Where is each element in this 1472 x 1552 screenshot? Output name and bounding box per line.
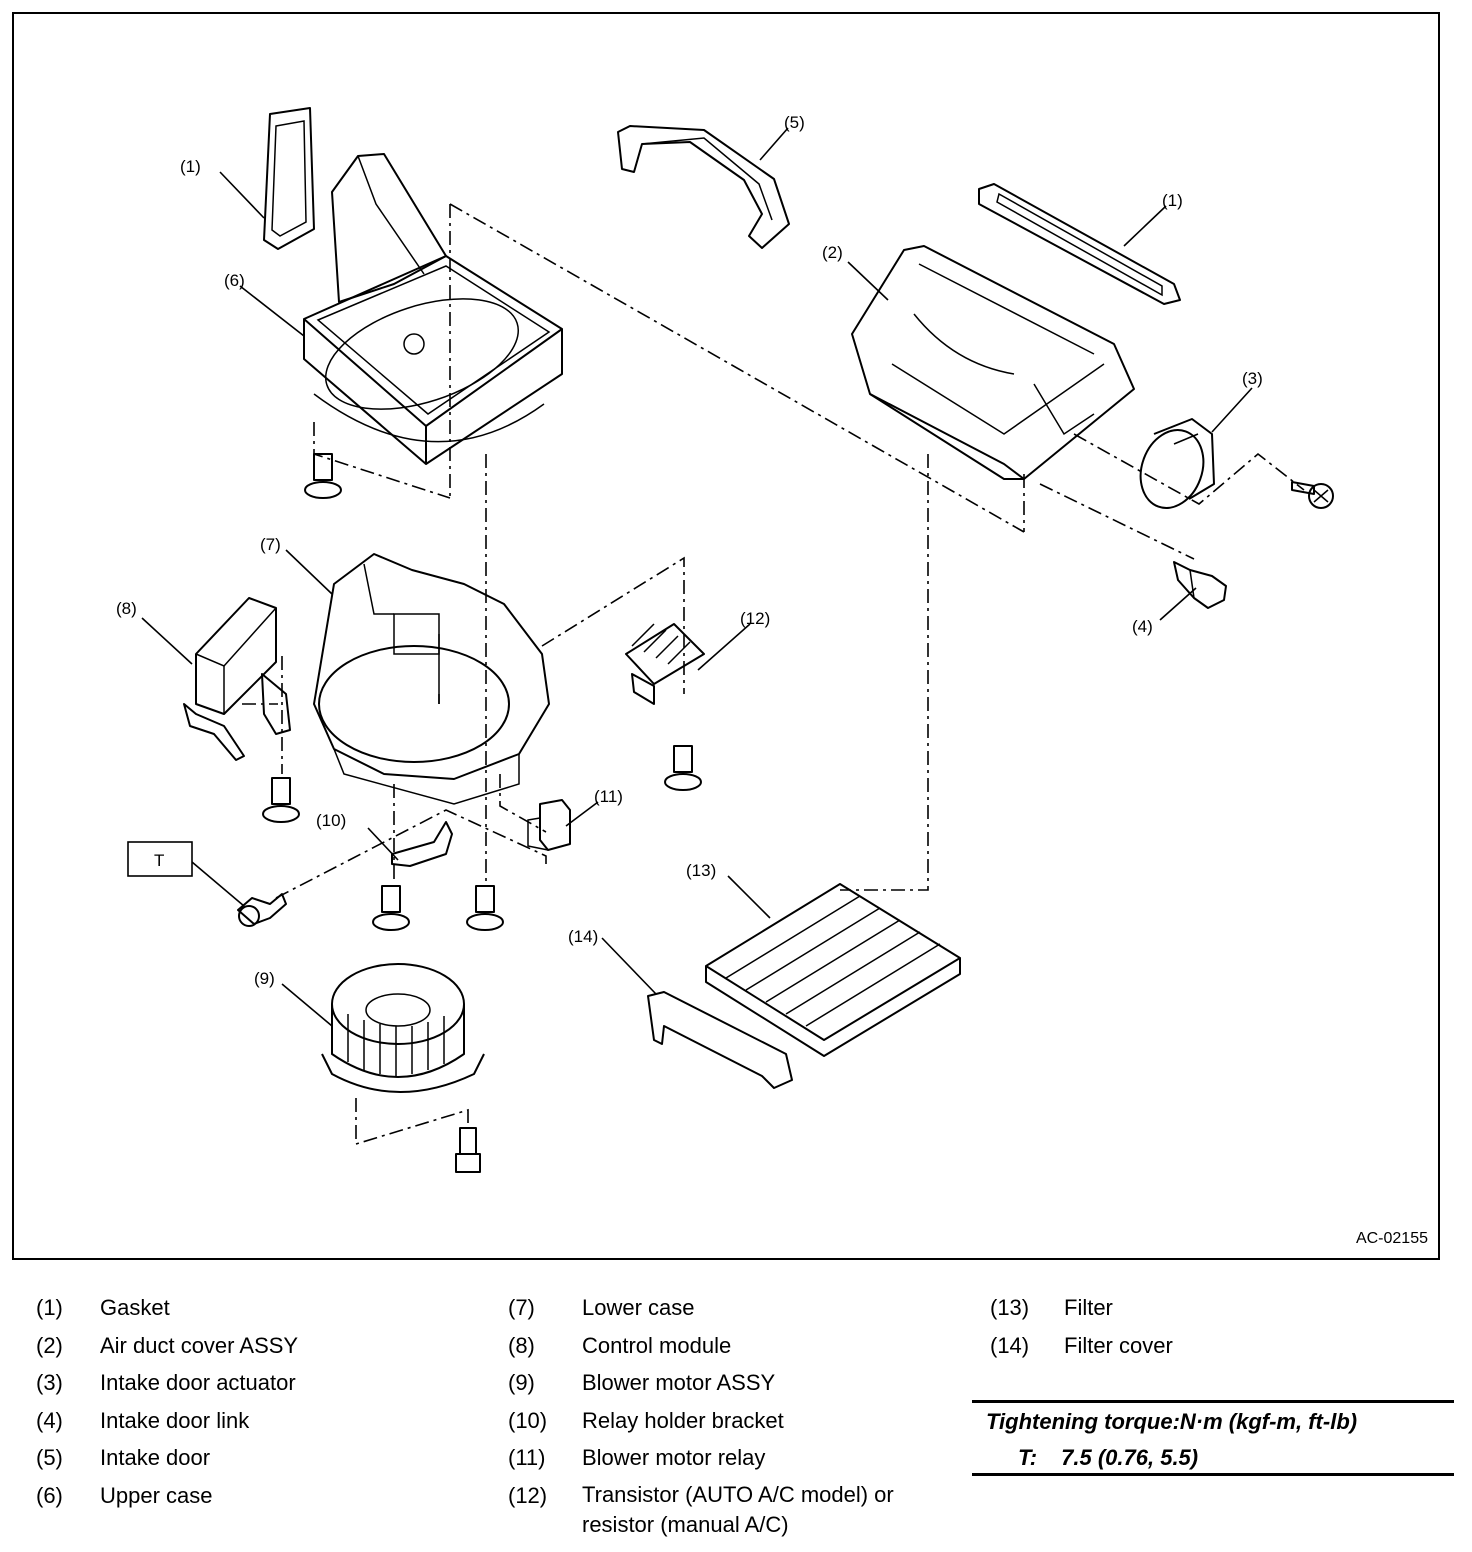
upper-case <box>303 153 563 465</box>
gasket-right <box>978 183 1181 305</box>
callout-13: (13) <box>686 861 716 880</box>
leader-lines <box>141 127 1253 1027</box>
torque-marker-label: T <box>154 851 164 870</box>
intake-door <box>617 125 790 249</box>
callout-3: (3) <box>1242 369 1263 388</box>
legend-number: (7) <box>508 1295 535 1320</box>
legend-name: Intake door link <box>100 1407 250 1433</box>
legend-number: (8) <box>508 1332 535 1358</box>
actuator-screw <box>1291 481 1334 509</box>
legend-number: (13) <box>990 1295 1030 1320</box>
legend-number: (11) <box>508 1445 546 1471</box>
legend-number: (6) <box>36 1482 63 1508</box>
legend-name: Intake door actuator <box>100 1370 296 1396</box>
assembly-lines <box>242 203 1305 1146</box>
legend-number: (12) <box>508 1482 548 1508</box>
legend-name: Control module <box>582 1332 732 1358</box>
legend-number: (5) <box>36 1445 63 1471</box>
callout-2: (2) <box>822 243 843 262</box>
torque-marker-box <box>127 841 193 877</box>
torque-spec-box: Tightening torque:N·m (kgf-m, ft-lb) T: 7… <box>972 1400 1454 1476</box>
control-module <box>183 597 291 761</box>
relay-holder-bracket <box>391 821 453 867</box>
blower-motor-relay <box>527 799 571 851</box>
drawing-code: AC-02155 <box>1355 1230 1428 1247</box>
legend-name: Blower motor relay <box>582 1445 766 1471</box>
lower-case <box>313 553 550 805</box>
legend-name: Blower motor ASSY <box>582 1370 776 1396</box>
blower-motor <box>321 963 485 1093</box>
callout-1-left: (1) <box>180 157 201 176</box>
legend-number: (4) <box>36 1407 63 1433</box>
intake-door-actuator <box>1139 418 1215 509</box>
legend-name: Upper case <box>100 1482 213 1508</box>
legend-name: Lower case <box>582 1295 695 1320</box>
torque-value-row: T: 7.5 (0.76, 5.5) <box>1018 1445 1198 1471</box>
filter-cover <box>647 991 793 1089</box>
legend-number: (1) <box>36 1295 63 1320</box>
legend-name: Intake door <box>100 1445 211 1471</box>
filter <box>705 883 961 1057</box>
transistor-resistor <box>625 623 705 705</box>
callout-14: (14) <box>568 927 598 946</box>
screw-control-module <box>262 777 300 823</box>
screw-transistor <box>664 745 702 791</box>
legend-name: Relay holder bracket <box>582 1407 784 1433</box>
intake-door-link <box>1173 561 1227 609</box>
torque-bolt <box>237 893 287 927</box>
legend-name: Gasket <box>100 1295 170 1320</box>
callout-1-right: (1) <box>1162 191 1183 210</box>
torque-title: Tightening torque:N·m (kgf-m, ft-lb) <box>986 1409 1358 1434</box>
callout-8: (8) <box>116 599 137 618</box>
legend-number: (3) <box>36 1370 63 1396</box>
callout-12: (12) <box>740 609 770 628</box>
legend-name: Air duct cover ASSY <box>100 1332 299 1358</box>
legend-name: Filter <box>1064 1295 1113 1320</box>
legend-name: Transistor (AUTO A/C model) or resistor … <box>582 1481 894 1537</box>
screw-lower-case-1 <box>372 885 410 931</box>
screw-lower-case-2 <box>466 885 504 931</box>
callout-7: (7) <box>260 535 281 554</box>
legend-number: (2) <box>36 1332 63 1358</box>
legend-number: (9) <box>508 1370 535 1396</box>
legend-number: (14) <box>990 1332 1030 1358</box>
callout-6: (6) <box>224 271 245 290</box>
torque-label: T: <box>1018 1445 1038 1470</box>
legend-number: (10) <box>508 1407 548 1433</box>
exploded-diagram-frame: (1) (6) (5) (1) (2) (3) (4) (7) (8) (12)… <box>12 12 1440 1260</box>
callout-10: (10) <box>316 811 346 830</box>
exploded-diagram: (1) (6) (5) (1) (2) (3) (4) (7) (8) (12)… <box>116 107 1334 1173</box>
callout-4: (4) <box>1132 617 1153 636</box>
callout-9: (9) <box>254 969 275 988</box>
callout-11: (11) <box>594 787 623 806</box>
screw-upper-case <box>304 453 342 499</box>
callout-5: (5) <box>784 113 805 132</box>
gasket-left <box>263 107 315 250</box>
legend-name: Filter cover <box>1064 1332 1173 1358</box>
torque-value: 7.5 (0.76, 5.5) <box>1061 1445 1199 1470</box>
screw-blower-motor <box>455 1127 481 1173</box>
